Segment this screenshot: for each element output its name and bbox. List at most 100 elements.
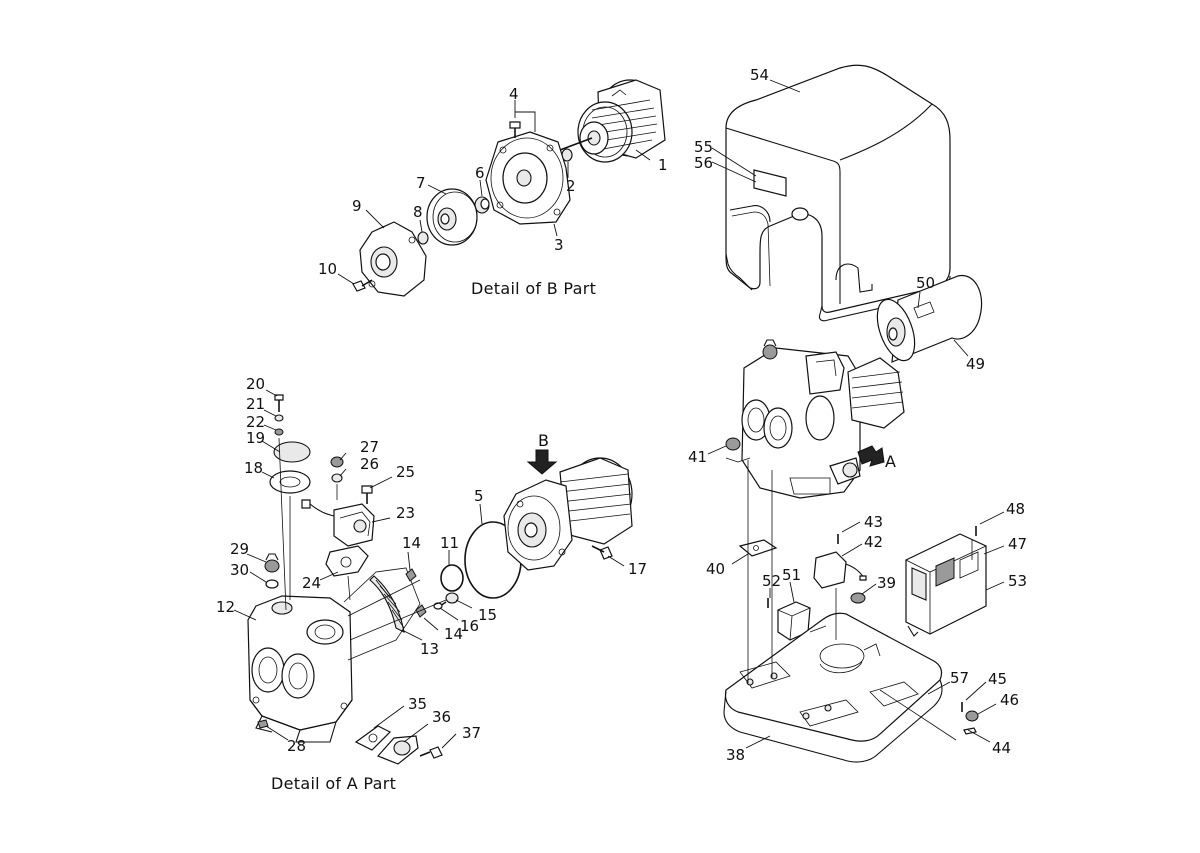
capacitor-part-49 [876, 274, 983, 363]
leader-lines [233, 79, 1005, 749]
part-label-44: 44 [992, 739, 1011, 757]
part-label-47: 47 [1008, 535, 1027, 553]
drain-plug-part-28 [257, 719, 269, 729]
impeller-part-7 [426, 188, 478, 246]
part-label-6: 6 [475, 164, 485, 182]
bracket-part-40 [738, 539, 778, 557]
part-label-5: 5 [474, 487, 484, 505]
strainer-part-13 [343, 567, 421, 661]
part-label-36: 36 [432, 708, 451, 726]
part-labels: 1 2 3 4 5 6 7 8 9 10 11 12 13 14 14 15 1… [216, 66, 1027, 764]
washer-part-22 [274, 428, 284, 436]
part-label-2: 2 [566, 177, 576, 195]
bolt-part-4 [509, 121, 521, 138]
nut-part-8 [417, 231, 429, 245]
o-ring-part-30 [265, 579, 279, 589]
part-label-48: 48 [1006, 500, 1025, 518]
part-label-30: 30 [230, 561, 249, 579]
gasket-part-24 [325, 545, 369, 577]
part-label-41: 41 [688, 448, 707, 466]
part-label-20: 20 [246, 375, 265, 393]
clip-part-14-upper [405, 568, 417, 582]
mechanical-seal-part-6 [474, 196, 490, 214]
part-label-26: 26 [360, 455, 379, 473]
part-label-16: 16 [460, 617, 479, 635]
part-label-27: 27 [360, 438, 379, 456]
part-label-43: 43 [864, 513, 883, 531]
right-assembly-group [723, 64, 987, 763]
part-label-54: 54 [750, 66, 769, 84]
base-part-38 [723, 612, 943, 763]
part-label-49: 49 [966, 355, 985, 373]
part-label-40: 40 [706, 560, 725, 578]
part-label-21: 21 [246, 395, 265, 413]
part-label-35: 35 [408, 695, 427, 713]
bolt-part-10 [352, 279, 373, 292]
part-label-42: 42 [864, 533, 883, 551]
part-label-46: 46 [1000, 691, 1019, 709]
part-label-53: 53 [1008, 572, 1027, 590]
detail-a-group [247, 394, 633, 765]
relay-part-42 [813, 551, 867, 589]
right-guide-lines [747, 460, 973, 741]
clip-part-14-lower [415, 604, 427, 618]
part-label-22: 22 [246, 413, 265, 431]
part-label-4: 4 [509, 85, 519, 103]
part-label-38: 38 [726, 746, 745, 764]
arrow-b [526, 449, 558, 475]
part-label-50: 50 [916, 274, 935, 292]
part-label-8: 8 [413, 203, 423, 221]
part-label-14-lower: 14 [444, 625, 463, 643]
part-label-56: 56 [694, 154, 713, 172]
arrow-a-label: A [885, 452, 896, 471]
part-label-28: 28 [287, 737, 306, 755]
arrow-b-label: B [538, 431, 549, 450]
part-label-13: 13 [420, 640, 439, 658]
screw-part-20 [274, 394, 284, 412]
cover-plate-part-19 [273, 441, 311, 463]
part-label-9: 9 [352, 197, 362, 215]
grommet-part-39 [850, 592, 866, 604]
pressure-switch-part-23 [301, 499, 375, 547]
part-label-15: 15 [478, 606, 497, 624]
part-label-19: 19 [246, 429, 265, 447]
part-label-24: 24 [302, 574, 321, 592]
part-label-17: 17 [628, 560, 647, 578]
bolt-part-17 [591, 545, 613, 560]
assembly-guide-lines [278, 437, 447, 641]
arrow-a [857, 445, 885, 467]
nut-part-41 [725, 437, 741, 451]
bolt-part-37 [419, 746, 443, 759]
pump-assembly-main [741, 339, 905, 499]
control-box-part-47 [905, 533, 987, 637]
part-label-7: 7 [416, 174, 426, 192]
plug-part-29 [264, 553, 280, 573]
part-label-3: 3 [554, 236, 564, 254]
detail-b-group [352, 79, 666, 297]
part-label-1: 1 [658, 156, 668, 174]
part-label-39: 39 [877, 574, 896, 592]
bolt-part-46 [965, 710, 979, 722]
motor-b-part-1 [559, 79, 666, 163]
washer-part-21 [274, 414, 284, 422]
bracket-part-3 [485, 131, 571, 225]
gasket-part-18 [269, 470, 311, 494]
part-label-57: 57 [950, 669, 969, 687]
plug-part-15 [439, 592, 459, 607]
part-label-29: 29 [230, 540, 249, 558]
casing-cover-part-9 [359, 221, 427, 297]
part-label-45: 45 [988, 670, 1007, 688]
part-label-25: 25 [396, 463, 415, 481]
part-label-12: 12 [216, 598, 235, 616]
part-label-14-upper: 14 [402, 534, 421, 552]
pump-casing-part-12 [247, 595, 353, 743]
caption-detail-a: Detail of A Part [271, 774, 396, 793]
bolt-part-25 [361, 485, 373, 504]
motor-assembly-b [503, 457, 633, 571]
part-label-51: 51 [782, 566, 801, 584]
part-label-52: 52 [762, 572, 781, 590]
caption-detail-b: Detail of B Part [471, 279, 596, 298]
part-label-55: 55 [694, 138, 713, 156]
